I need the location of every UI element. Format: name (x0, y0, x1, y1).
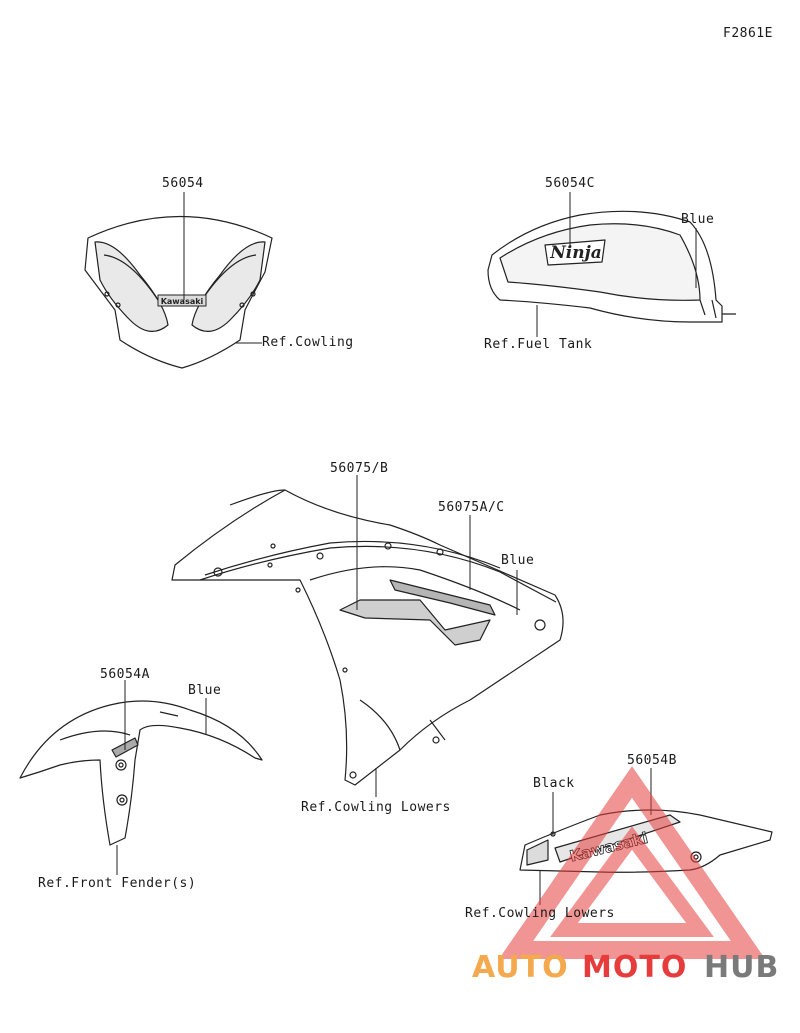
watermark-wordmark: AUTO MOTO HUB (472, 950, 794, 990)
front-fender-drawing (19, 700, 263, 846)
front-fender-color-label: Blue (188, 683, 222, 698)
cowling-part-number-1: 56075/B (330, 461, 389, 476)
windshield-part-number: 56054 (162, 176, 204, 191)
lower-cowl-color-label: Black (533, 776, 575, 791)
watermark-logo (498, 766, 766, 959)
fuel-tank-part-number: 56054C (545, 176, 595, 191)
front-fender-reference: Ref.Front Fender(s) (38, 876, 197, 891)
cowling-part-number-2: 56075A/C (438, 500, 505, 515)
fuel-tank-color-label: Blue (681, 212, 715, 227)
watermark-word-auto: AUTO (472, 950, 569, 985)
watermark-word-hub: HUB (704, 950, 780, 985)
lower-cowl-reference: Ref.Cowling Lowers (465, 906, 615, 921)
windshield-drawing (84, 215, 273, 369)
figure-code: F2861E (723, 26, 773, 41)
cowling-reference: Ref.Cowling Lowers (301, 800, 451, 815)
lower-cowl-part-number: 56054B (627, 753, 677, 768)
front-fender-part-number: 56054A (100, 667, 150, 682)
cowling-color-label: Blue (501, 553, 535, 568)
leader-lines (116, 192, 697, 905)
windshield-decal-text: Kawasaki (161, 297, 204, 306)
fuel-tank-decal-text: Ninja (549, 243, 602, 263)
watermark-word-moto: MOTO (582, 950, 688, 985)
cowling-drawing (171, 489, 564, 786)
fuel-tank-reference: Ref.Fuel Tank (484, 337, 593, 352)
fuel-tank-drawing (487, 210, 736, 323)
windshield-reference: Ref.Cowling (262, 335, 354, 350)
